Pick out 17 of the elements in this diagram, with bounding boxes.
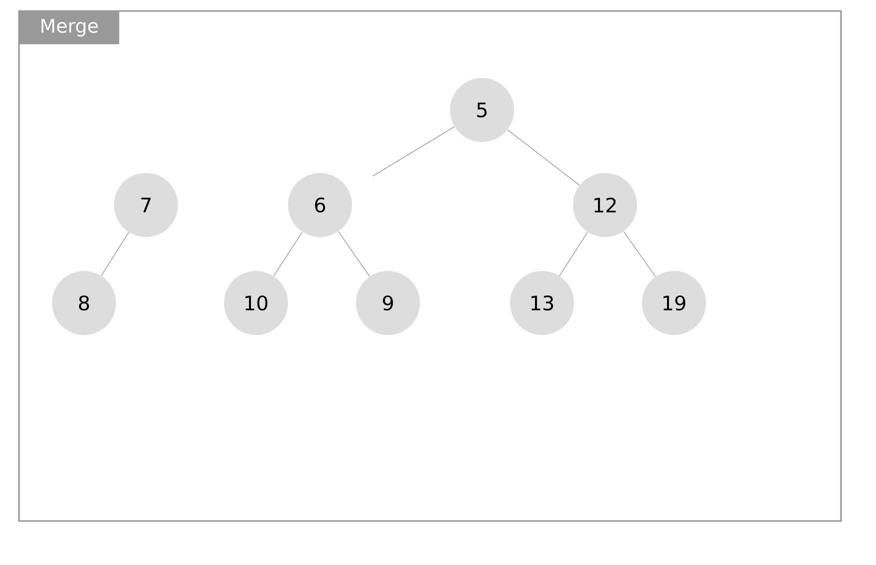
connector-line <box>372 126 455 176</box>
tree-node: 5 <box>450 78 514 142</box>
tree-node: 9 <box>356 271 420 335</box>
tree-node: 8 <box>52 271 116 335</box>
title-tab: Merge <box>19 11 120 44</box>
connector-line <box>338 231 370 277</box>
connector-line <box>273 232 303 276</box>
tree-node: 6 <box>288 173 352 237</box>
connector-line <box>100 232 130 276</box>
tree-node: 19 <box>642 271 706 335</box>
connector-line <box>623 230 656 278</box>
tree-node: 7 <box>114 173 178 237</box>
tree-node: 10 <box>224 271 288 335</box>
connector-line <box>559 232 588 276</box>
tree-node: 13 <box>510 271 574 335</box>
connector-line <box>507 129 580 186</box>
tree-node: 12 <box>573 173 637 237</box>
